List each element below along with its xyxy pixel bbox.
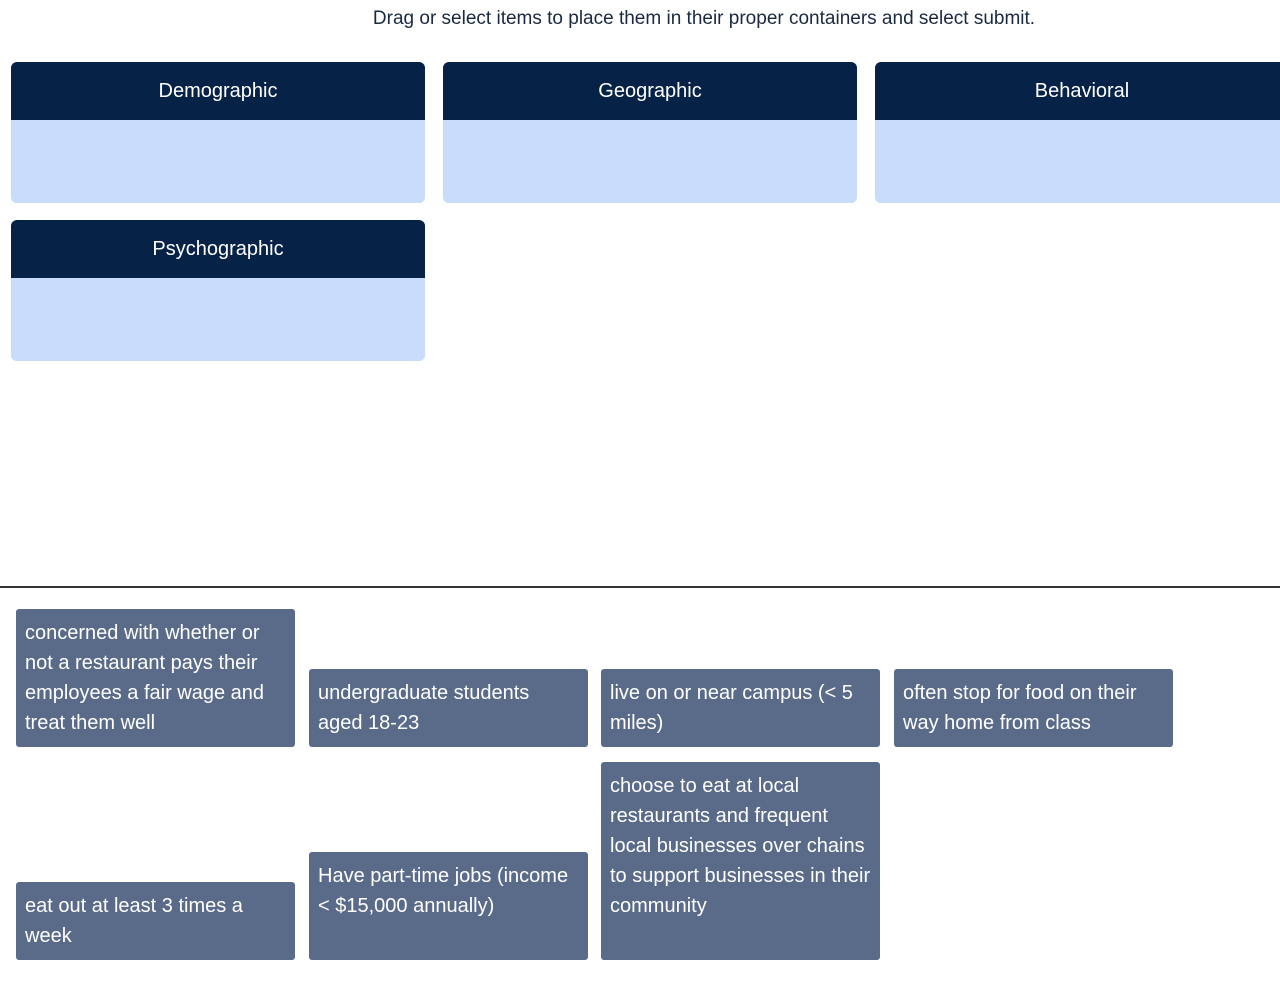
container-geographic-label: Geographic [443,62,857,120]
container-geographic: Geographic [443,62,857,203]
draggable-item[interactable]: eat out at least 3 times a week [16,882,295,960]
container-demographic: Demographic [11,62,425,203]
drop-zone-psychographic[interactable] [11,278,425,361]
draggable-item[interactable]: concerned with whether or not a restaura… [16,609,295,747]
divider [0,586,1280,588]
container-demographic-label: Demographic [11,62,425,120]
container-behavioral-label: Behavioral [875,62,1280,120]
container-behavioral: Behavioral [875,62,1280,203]
draggable-item[interactable]: live on or near campus (< 5 miles) [601,669,880,747]
drop-zone-demographic[interactable] [11,120,425,203]
container-psychographic-label: Psychographic [11,220,425,278]
draggable-item[interactable]: often stop for food on their way home fr… [894,669,1173,747]
draggable-item[interactable]: choose to eat at local restaurants and f… [601,762,880,960]
container-psychographic: Psychographic [11,220,425,361]
instructions-text: Drag or select items to place them in th… [372,8,1036,29]
drop-zone-behavioral[interactable] [875,120,1280,203]
draggable-item[interactable]: Have part-time jobs (income < $15,000 an… [309,852,588,960]
drop-zone-geographic[interactable] [443,120,857,203]
draggable-item[interactable]: undergraduate students aged 18-23 [309,669,588,747]
